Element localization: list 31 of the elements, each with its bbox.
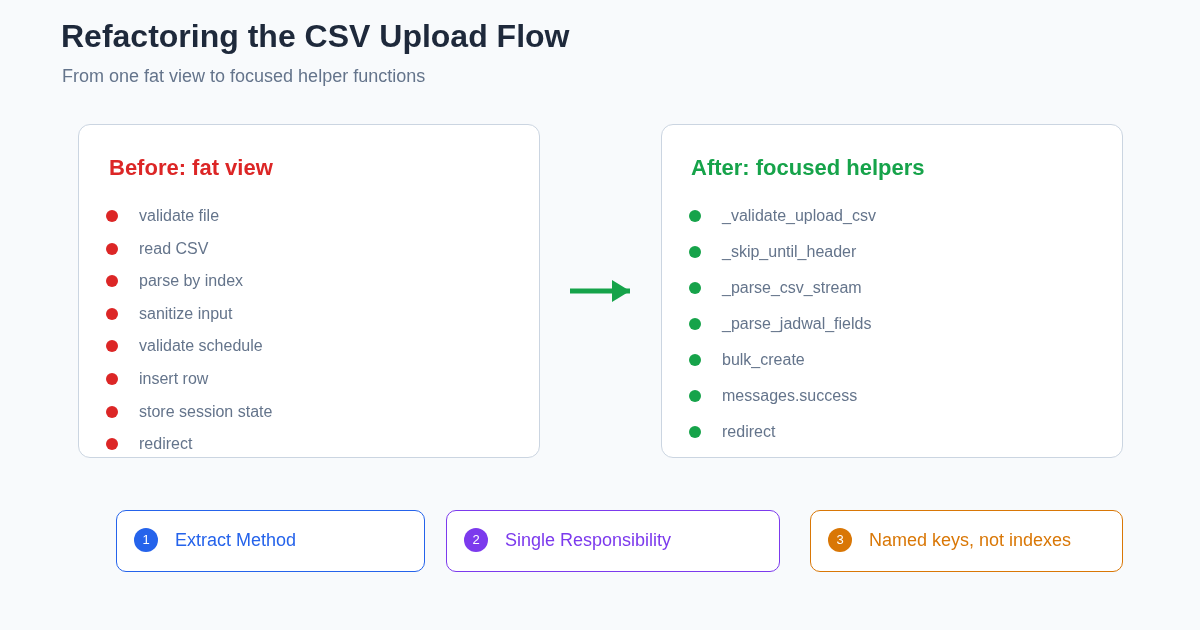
list-item: sanitize input: [139, 303, 233, 323]
list-item: insert row: [139, 369, 209, 388]
principle-card: [446, 510, 780, 572]
list-item: _validate_upload_csv: [722, 206, 876, 225]
list-item: _parse_jadwal_fields: [722, 314, 872, 333]
list-item: _parse_csv_stream: [722, 278, 862, 297]
list-item: _skip_until_header: [722, 242, 857, 261]
list-item: read CSV: [139, 238, 209, 258]
card: [661, 124, 1123, 458]
list-item: parse by index: [139, 271, 244, 291]
list-item: redirect: [139, 434, 193, 454]
list-item: validate schedule: [139, 336, 263, 356]
list-item: redirect: [722, 422, 776, 441]
step-number: 1: [134, 528, 158, 552]
principle-label: Extract Method: [175, 529, 297, 551]
list-item: store session state: [139, 401, 273, 421]
principle-card: [810, 510, 1123, 572]
arrow: [570, 280, 630, 302]
list-item: validate file: [139, 206, 220, 225]
step-number: 3: [828, 528, 852, 552]
list-item: messages.success: [722, 386, 858, 405]
step-number: 2: [464, 528, 488, 552]
principle-label: Single Responsibility: [505, 529, 672, 551]
card: [78, 124, 540, 458]
principle-label: Named keys, not indexes: [869, 529, 1072, 551]
principle-card: [116, 510, 425, 572]
panel-heading: Before: fat view: [109, 155, 273, 181]
subtitle: From one fat view to focused helper functions: [62, 66, 426, 87]
title: Refactoring the CSV Upload Flow: [61, 18, 570, 55]
list-item: bulk_create: [722, 350, 805, 369]
panel-heading: After: focused helpers: [691, 155, 925, 181]
